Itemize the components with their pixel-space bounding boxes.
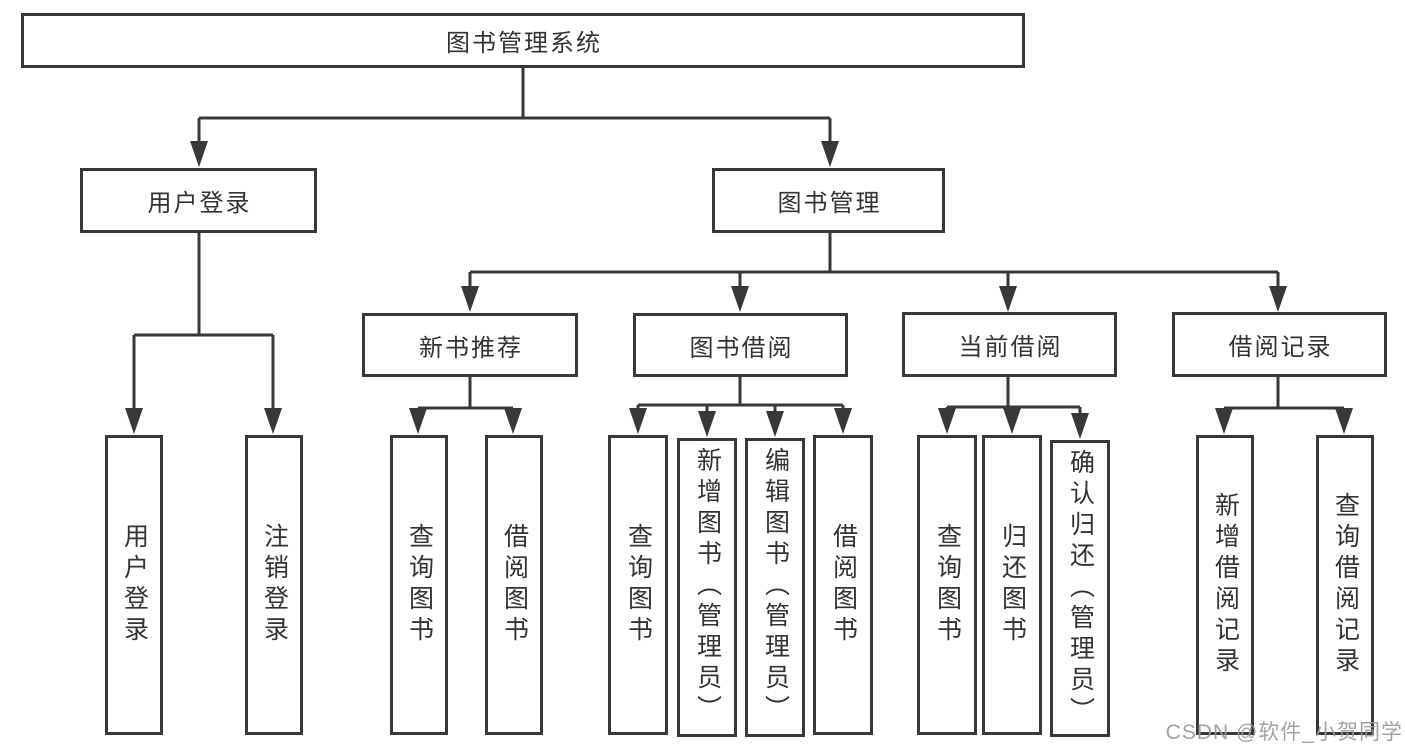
leaf-add-borrow-record: 新增借阅记录: [1196, 435, 1254, 735]
leaf-query-books-borrowing-label: 查询图书: [624, 523, 653, 647]
node-current-borrowing: 当前借阅: [902, 312, 1117, 377]
leaf-confirm-return-admin: 确认归还（管理员）: [1050, 440, 1110, 737]
leaf-return-book-label: 归还图书: [998, 523, 1027, 647]
node-book-management: 图书管理: [712, 168, 945, 233]
node-library-management-system: 图书管理系统: [21, 13, 1025, 68]
leaf-logout-label: 注销登录: [260, 523, 289, 647]
leaf-add-book-admin-label: 新增图书（管理员）: [693, 447, 722, 726]
leaf-query-borrow-record: 查询借阅记录: [1316, 435, 1374, 735]
leaf-confirm-return-admin-label: 确认归还（管理员）: [1066, 449, 1095, 728]
leaf-query-borrow-record-label: 查询借阅记录: [1331, 492, 1360, 678]
leaf-borrow-books-recommend: 借阅图书: [485, 435, 543, 735]
leaf-add-borrow-record-label: 新增借阅记录: [1211, 492, 1240, 678]
leaf-query-books-current: 查询图书: [917, 435, 977, 735]
leaf-query-books-recommend: 查询图书: [390, 435, 448, 735]
leaf-edit-book-admin-label: 编辑图书（管理员）: [761, 447, 790, 726]
leaf-borrow-books-recommend-label: 借阅图书: [500, 523, 529, 647]
leaf-add-book-admin: 新增图书（管理员）: [677, 438, 737, 737]
leaf-logout: 注销登录: [245, 435, 303, 735]
leaf-user-login: 用户登录: [105, 435, 163, 735]
node-borrowing-records: 借阅记录: [1172, 312, 1387, 377]
leaf-query-books-current-label: 查询图书: [933, 523, 962, 647]
leaf-edit-book-admin: 编辑图书（管理员）: [745, 438, 805, 737]
leaf-query-books-recommend-label: 查询图书: [405, 523, 434, 647]
leaf-borrow-books-borrowing-label: 借阅图书: [829, 523, 858, 647]
node-book-borrowing: 图书借阅: [633, 313, 848, 377]
csdn-watermark: CSDN @软件_小贺同学: [1165, 721, 1403, 744]
node-new-book-recommendation: 新书推荐: [362, 313, 578, 377]
leaf-return-book: 归还图书: [982, 435, 1042, 735]
node-user-login: 用户登录: [80, 168, 317, 233]
leaf-user-login-label: 用户登录: [120, 523, 149, 647]
leaf-query-books-borrowing: 查询图书: [608, 435, 668, 735]
leaf-borrow-books-borrowing: 借阅图书: [813, 435, 873, 735]
